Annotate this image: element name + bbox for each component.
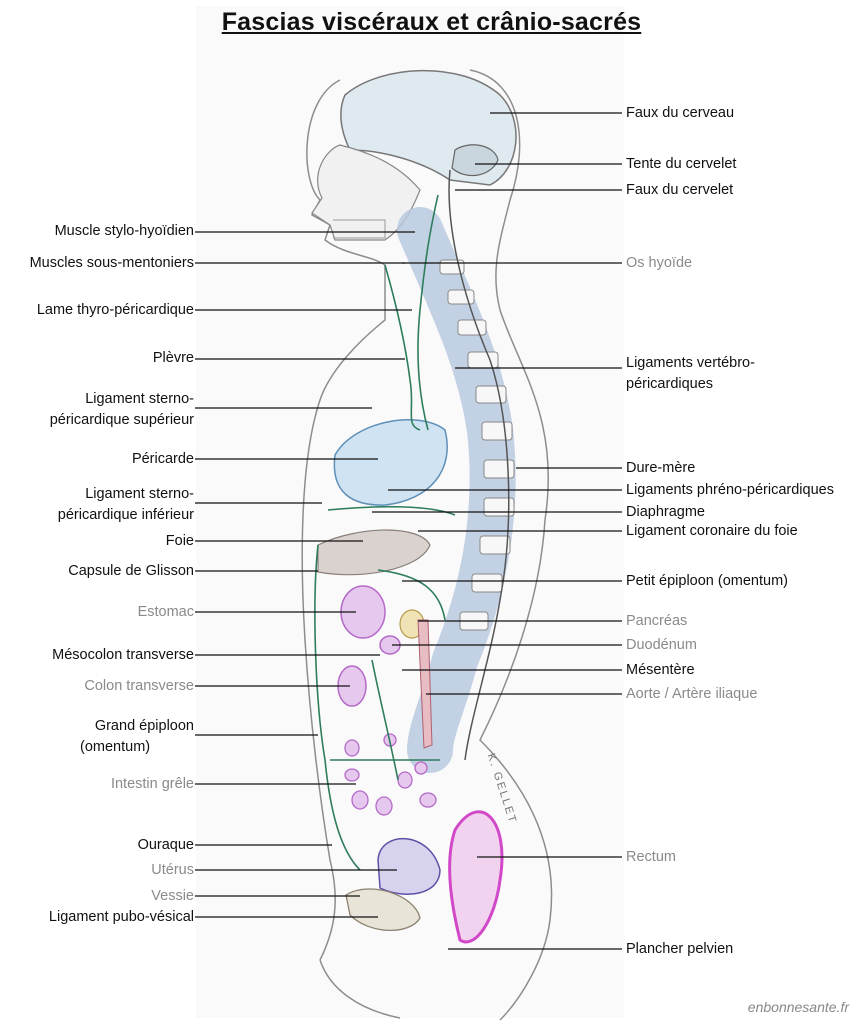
label-sterno-sup-line1: Ligament sterno-: [85, 391, 194, 407]
label-aorte: Aorte / Artère iliaque: [626, 686, 758, 702]
label-ouraque: Ouraque: [137, 837, 194, 853]
label-vertebro-line1: Ligaments vertébro-: [626, 355, 755, 371]
label-uterus: Utérus: [151, 862, 194, 878]
label-faux-cerveau: Faux du cerveau: [626, 105, 735, 121]
label-diaphragme: Diaphragme: [626, 504, 705, 520]
label-dure-mere: Dure-mère: [626, 460, 696, 476]
teeth: [333, 219, 386, 239]
label-thyro-pericardique: Lame thyro-péricardique: [36, 302, 194, 318]
label-stylo-hyoidien: Muscle stylo-hyoïdien: [54, 223, 194, 239]
label-mesentere: Mésentère: [626, 662, 695, 678]
label-pubo-vesical: Ligament pubo-vésical: [48, 909, 194, 925]
label-foie: Foie: [165, 533, 194, 549]
label-hyoide: Os hyoïde: [626, 255, 693, 271]
label-coronaire: Ligament coronaire du foie: [626, 523, 798, 539]
label-colon: Colon transverse: [84, 678, 194, 694]
label-plevre: Plèvre: [152, 350, 194, 366]
label-sterno-inf-line1: Ligament sterno-: [85, 486, 194, 502]
label-duodenum: Duodénum: [626, 637, 697, 653]
cerebellum: [451, 144, 499, 177]
label-sterno-sup-line2: péricardique supérieur: [49, 412, 194, 428]
source-credit: enbonnesante.fr: [747, 999, 849, 1015]
label-intestin: Intestin grêle: [110, 776, 194, 792]
label-petit-epiploon: Petit épiploon (omentum): [626, 573, 788, 589]
small-intestine-loops: [344, 733, 437, 816]
label-pancreas: Pancréas: [626, 613, 688, 629]
leader-lines: [195, 112, 622, 950]
dura-mater: [448, 169, 510, 761]
aorta-shape: [417, 619, 433, 749]
label-epiploon-line2: (omentum): [80, 739, 151, 755]
label-vessie: Vessie: [151, 888, 194, 904]
label-estomac: Estomac: [137, 604, 194, 620]
rectum-shape: [448, 810, 504, 944]
label-sterno-inf-line2: péricardique inférieur: [57, 507, 194, 523]
label-plancher: Plancher pelvien: [626, 941, 734, 957]
diagram-title: Fascias viscéraux et crânio-sacrés: [221, 8, 642, 36]
bladder-shape: [345, 888, 421, 932]
label-rectum: Rectum: [626, 849, 676, 865]
label-phreno: Ligaments phréno-péricardiques: [626, 482, 834, 498]
label-vertebro-line2: péricardiques: [626, 376, 714, 392]
label-pericarde: Péricarde: [131, 451, 194, 467]
label-glisson: Capsule de Glisson: [68, 563, 194, 579]
label-sous-mentoniers: Muscles sous-mentoniers: [29, 255, 194, 271]
pericardium-shape: [333, 419, 448, 506]
uterus-shape: [377, 838, 441, 895]
label-mesocolon: Mésocolon transverse: [52, 647, 194, 663]
label-tente: Tente du cervelet: [626, 156, 737, 172]
label-faux-cervelet: Faux du cervelet: [626, 182, 734, 198]
label-epiploon-line1: Grand épiploon: [94, 718, 194, 734]
